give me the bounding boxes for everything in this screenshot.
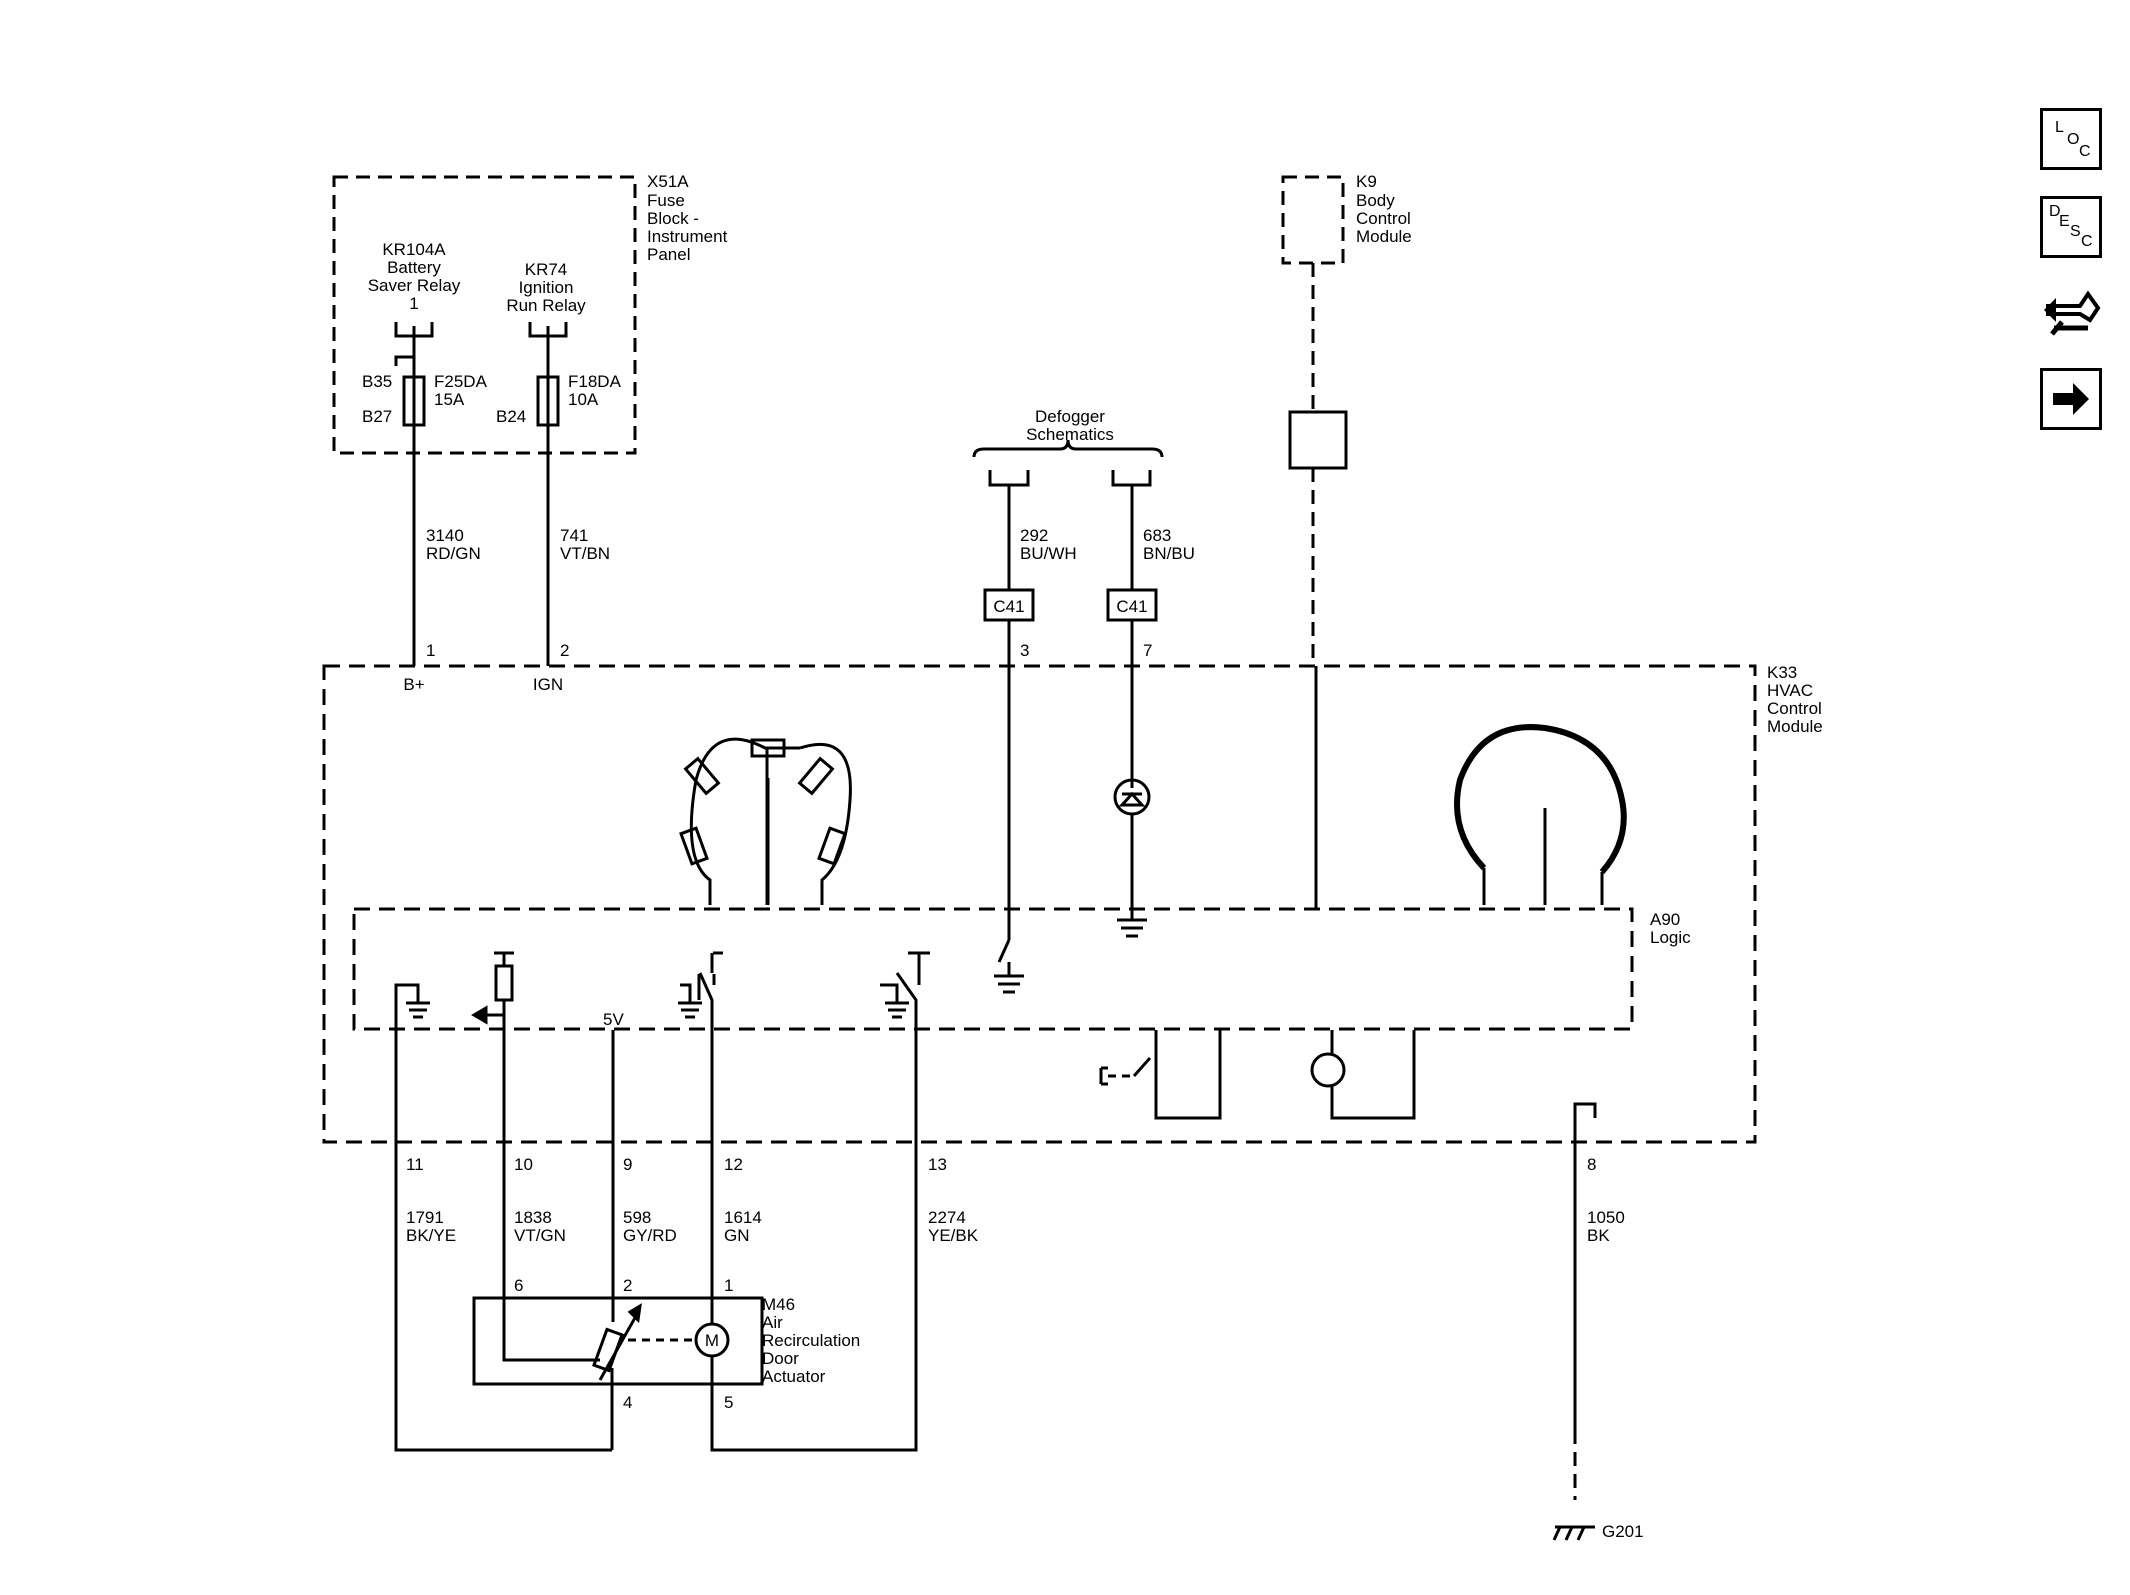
svg-text:1050: 1050 — [1587, 1208, 1625, 1227]
svg-text:BN/BU: BN/BU — [1143, 544, 1195, 563]
svg-text:10A: 10A — [568, 390, 599, 409]
svg-text:Actuator: Actuator — [762, 1367, 826, 1386]
svg-text:5V: 5V — [603, 1010, 624, 1029]
svg-text:1: 1 — [409, 294, 418, 313]
svg-text:K33: K33 — [1767, 663, 1797, 682]
svg-text:8: 8 — [1587, 1155, 1596, 1174]
svg-text:1: 1 — [724, 1276, 733, 1295]
svg-text:C41: C41 — [993, 597, 1024, 616]
svg-text:Module: Module — [1767, 717, 1823, 736]
temp-selector-arc — [1454, 724, 1627, 874]
svg-text:B24: B24 — [496, 407, 526, 426]
svg-text:4: 4 — [623, 1393, 632, 1412]
svg-text:M: M — [705, 1331, 719, 1350]
svg-text:9: 9 — [623, 1155, 632, 1174]
svg-text:2: 2 — [560, 641, 569, 660]
svg-text:VT/GN: VT/GN — [514, 1226, 566, 1245]
svg-text:Saver Relay: Saver Relay — [368, 276, 461, 295]
svg-text:BK: BK — [1587, 1226, 1610, 1245]
svg-text:1838: 1838 — [514, 1208, 552, 1227]
svg-text:Battery: Battery — [387, 258, 441, 277]
svg-text:7: 7 — [1143, 641, 1152, 660]
mode-contact-top — [750, 738, 786, 758]
location-button[interactable]: L O C — [2040, 108, 2102, 170]
svg-text:12: 12 — [724, 1155, 743, 1174]
svg-text:2: 2 — [623, 1276, 632, 1295]
svg-text:A90: A90 — [1650, 910, 1680, 929]
svg-text:BK/YE: BK/YE — [406, 1226, 456, 1245]
svg-text:C41: C41 — [1116, 597, 1147, 616]
svg-text:RD/GN: RD/GN — [426, 544, 481, 563]
svg-text:15A: 15A — [434, 390, 465, 409]
serial-data-box — [1288, 410, 1348, 470]
description-button[interactable]: D E S C — [2040, 196, 2102, 258]
next-arrow-button[interactable] — [2040, 368, 2102, 430]
svg-text:KR104A: KR104A — [382, 240, 446, 259]
svg-text:BU/WH: BU/WH — [1020, 544, 1077, 563]
svg-text:F25DA: F25DA — [434, 372, 488, 391]
svg-text:598: 598 — [623, 1208, 651, 1227]
svg-text:Block -: Block - — [647, 209, 699, 228]
svg-text:Run Relay: Run Relay — [506, 296, 586, 315]
connector-repair-icon[interactable] — [2040, 282, 2102, 344]
svg-text:F18DA: F18DA — [568, 372, 622, 391]
svg-text:Fuse: Fuse — [647, 191, 685, 210]
svg-text:G201: G201 — [1602, 1522, 1644, 1541]
svg-text:K9: K9 — [1356, 172, 1377, 191]
svg-text:KR74: KR74 — [525, 260, 568, 279]
svg-text:1614: 1614 — [724, 1208, 762, 1227]
svg-text:Recirculation: Recirculation — [762, 1331, 860, 1350]
svg-text:IGN: IGN — [533, 675, 563, 694]
svg-text:Defogger: Defogger — [1035, 407, 1105, 426]
svg-text:HVAC: HVAC — [1767, 681, 1813, 700]
svg-text:1: 1 — [426, 641, 435, 660]
svg-text:3: 3 — [1020, 641, 1029, 660]
svg-text:Panel: Panel — [647, 245, 690, 264]
svg-text:Air: Air — [762, 1313, 783, 1332]
svg-text:YE/BK: YE/BK — [928, 1226, 979, 1245]
svg-text:GN: GN — [724, 1226, 750, 1245]
svg-text:Ignition: Ignition — [519, 278, 574, 297]
svg-text:741: 741 — [560, 526, 588, 545]
svg-text:B27: B27 — [362, 407, 392, 426]
svg-text:10: 10 — [514, 1155, 533, 1174]
hvac-module-outline — [322, 664, 1757, 1144]
svg-text:Control: Control — [1767, 699, 1822, 718]
defogger-bracket — [972, 439, 1164, 458]
svg-text:3140: 3140 — [426, 526, 464, 545]
svg-text:Control: Control — [1356, 209, 1411, 228]
svg-text:2274: 2274 — [928, 1208, 966, 1227]
mode-selector-arc — [689, 737, 800, 905]
svg-text:683: 683 — [1143, 526, 1171, 545]
actuator-outline — [472, 1296, 764, 1386]
svg-text:Body: Body — [1356, 191, 1395, 210]
fuse-block-outline — [332, 175, 637, 455]
svg-text:13: 13 — [928, 1155, 947, 1174]
arrow-right-icon — [2053, 383, 2089, 415]
fuse-block-id: X51A — [647, 172, 689, 191]
logic-outline — [352, 907, 1634, 1031]
svg-text:Instrument: Instrument — [647, 227, 728, 246]
svg-text:6: 6 — [514, 1276, 523, 1295]
svg-text:VT/BN: VT/BN — [560, 544, 610, 563]
svg-text:Door: Door — [762, 1349, 799, 1368]
svg-text:Logic: Logic — [1650, 928, 1691, 947]
svg-text:Module: Module — [1356, 227, 1412, 246]
svg-text:B35: B35 — [362, 372, 392, 391]
svg-text:1791: 1791 — [406, 1208, 444, 1227]
svg-text:M46: M46 — [762, 1295, 795, 1314]
svg-text:B+: B+ — [403, 675, 424, 694]
svg-text:GY/RD: GY/RD — [623, 1226, 677, 1245]
bcm-outline — [1281, 175, 1345, 265]
svg-text:5: 5 — [724, 1393, 733, 1412]
svg-text:292: 292 — [1020, 526, 1048, 545]
svg-text:Schematics: Schematics — [1026, 425, 1114, 444]
svg-text:11: 11 — [406, 1155, 424, 1174]
